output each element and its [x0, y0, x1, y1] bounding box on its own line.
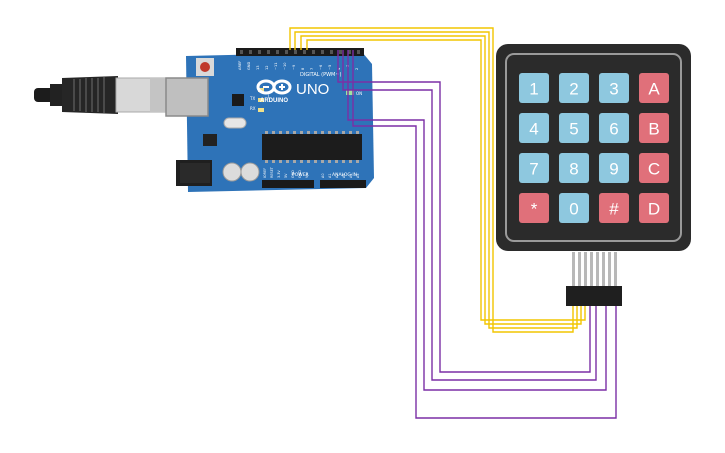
keypad-key-label: 2: [569, 80, 578, 99]
arduino-logo-icon: [256, 79, 292, 95]
keypad-key[interactable]: 0: [559, 193, 589, 223]
rx-label: RX: [250, 106, 256, 111]
keypad-key-label: 7: [529, 160, 538, 179]
keypad-key-face: [519, 113, 549, 143]
purple-wires: [337, 50, 617, 419]
keypad-key-label: 5: [569, 120, 578, 139]
tx-label: TX: [249, 96, 255, 101]
on-label: ON: [356, 91, 362, 96]
keypad-key-face: [639, 73, 669, 103]
svg-text:RESET: RESET: [270, 166, 274, 178]
svg-text:A2: A2: [335, 174, 339, 178]
svg-text:~9: ~9: [292, 64, 296, 70]
keypad-key-label: C: [648, 160, 660, 179]
brand-label: ARDUINO: [260, 98, 288, 104]
svg-text:~6: ~6: [319, 64, 323, 70]
keypad-key[interactable]: 3: [599, 73, 629, 103]
keypad-key-face: [639, 153, 669, 183]
keypad-key-face: [599, 73, 629, 103]
svg-text:GND: GND: [291, 170, 295, 178]
svg-text:2: 2: [355, 68, 359, 70]
svg-text:~11: ~11: [274, 62, 278, 70]
svg-text:AREF: AREF: [238, 61, 242, 70]
keypad-key-face: [559, 73, 589, 103]
model-label: UNO: [296, 81, 329, 98]
keypad-key[interactable]: C: [639, 153, 669, 183]
keypad-key-label: A: [648, 80, 660, 99]
l-led-label: L: [268, 94, 271, 99]
svg-text:A3: A3: [342, 174, 346, 178]
svg-text:~5: ~5: [328, 65, 332, 70]
keypad-key[interactable]: 7: [519, 153, 549, 183]
svg-text:~10: ~10: [283, 62, 287, 70]
keypad-key-face: [519, 193, 549, 223]
svg-text:4: 4: [337, 67, 341, 70]
digital-header: [236, 48, 364, 56]
svg-text:GND: GND: [247, 62, 251, 70]
keypad-key-label: 1: [529, 80, 538, 99]
digital-label: DIGITAL (PWM~): [300, 72, 342, 78]
svg-text:12: 12: [265, 65, 269, 70]
keypad-4x4: 1 2 3 A 4 5 6 B 7 8 9 C * 0 # D: [496, 44, 691, 251]
keypad-key-label: #: [609, 200, 619, 219]
power-label: POWER: [292, 172, 309, 178]
keypad-key-face: [559, 193, 589, 223]
svg-text:3.3V: 3.3V: [277, 170, 281, 178]
keypad-key-label: 8: [569, 160, 578, 179]
svg-text:7: 7: [310, 68, 314, 70]
keypad-key-label: 0: [569, 200, 578, 219]
keypad-key-label: 9: [609, 160, 618, 179]
keypad-key[interactable]: B: [639, 113, 669, 143]
svg-text:GND: GND: [298, 170, 302, 178]
keypad-key-label: *: [531, 200, 538, 219]
power-header: [262, 180, 314, 188]
keypad-key-label: 4: [529, 120, 538, 139]
keypad-key-face: [639, 113, 669, 143]
yellow-wires: [289, 27, 586, 333]
keypad-key[interactable]: 8: [559, 153, 589, 183]
usb-port: [165, 77, 209, 117]
svg-text:5V: 5V: [284, 173, 288, 178]
keypad-key-face: [519, 73, 549, 103]
keypad-key-face: [519, 153, 549, 183]
keypad-key[interactable]: 2: [559, 73, 589, 103]
keypad-key-face: [639, 193, 669, 223]
arduino-uno-board: AREF GND 13 12 ~11 ~10 ~9 8 7 ~6 ~5 4 ~3…: [165, 48, 374, 192]
svg-text:A4: A4: [349, 174, 353, 178]
svg-text:A0: A0: [321, 174, 325, 178]
keypad-key[interactable]: 4: [519, 113, 549, 143]
svg-text:A1: A1: [328, 174, 332, 178]
svg-text:IOREF: IOREF: [263, 168, 267, 178]
keypad-connector: [566, 252, 622, 306]
analog-header: [320, 180, 366, 188]
keypad-key-label: B: [648, 120, 659, 139]
keypad-key[interactable]: A: [639, 73, 669, 103]
keypad-key[interactable]: 1: [519, 73, 549, 103]
svg-text:A5: A5: [356, 174, 360, 178]
keypad-key-face: [559, 153, 589, 183]
keypad-key-face: [599, 113, 629, 143]
keypad-key-face: [599, 153, 629, 183]
bottom-pin-labels: IOREF RESET 3.3V 5V GND GND Vin A0 A1 A2…: [263, 166, 360, 178]
keypad-key-face: [559, 113, 589, 143]
keypad-key-label: D: [648, 200, 660, 219]
svg-text:13: 13: [256, 65, 260, 70]
keypad-key-label: 3: [609, 80, 618, 99]
keypad-key[interactable]: 9: [599, 153, 629, 183]
keypad-key[interactable]: 5: [559, 113, 589, 143]
keypad-key[interactable]: D: [639, 193, 669, 223]
keypad-key[interactable]: 6: [599, 113, 629, 143]
svg-text:Vin: Vin: [305, 173, 309, 178]
keypad-key-face: [599, 193, 629, 223]
svg-text:8: 8: [301, 67, 305, 70]
analog-label: ANALOG IN: [332, 172, 357, 178]
atmega-chip: [262, 134, 362, 160]
keypad-key-label: 6: [609, 120, 618, 139]
usb-cable: [34, 76, 167, 114]
keypad-key[interactable]: *: [519, 193, 549, 223]
keypad-key[interactable]: #: [599, 193, 629, 223]
